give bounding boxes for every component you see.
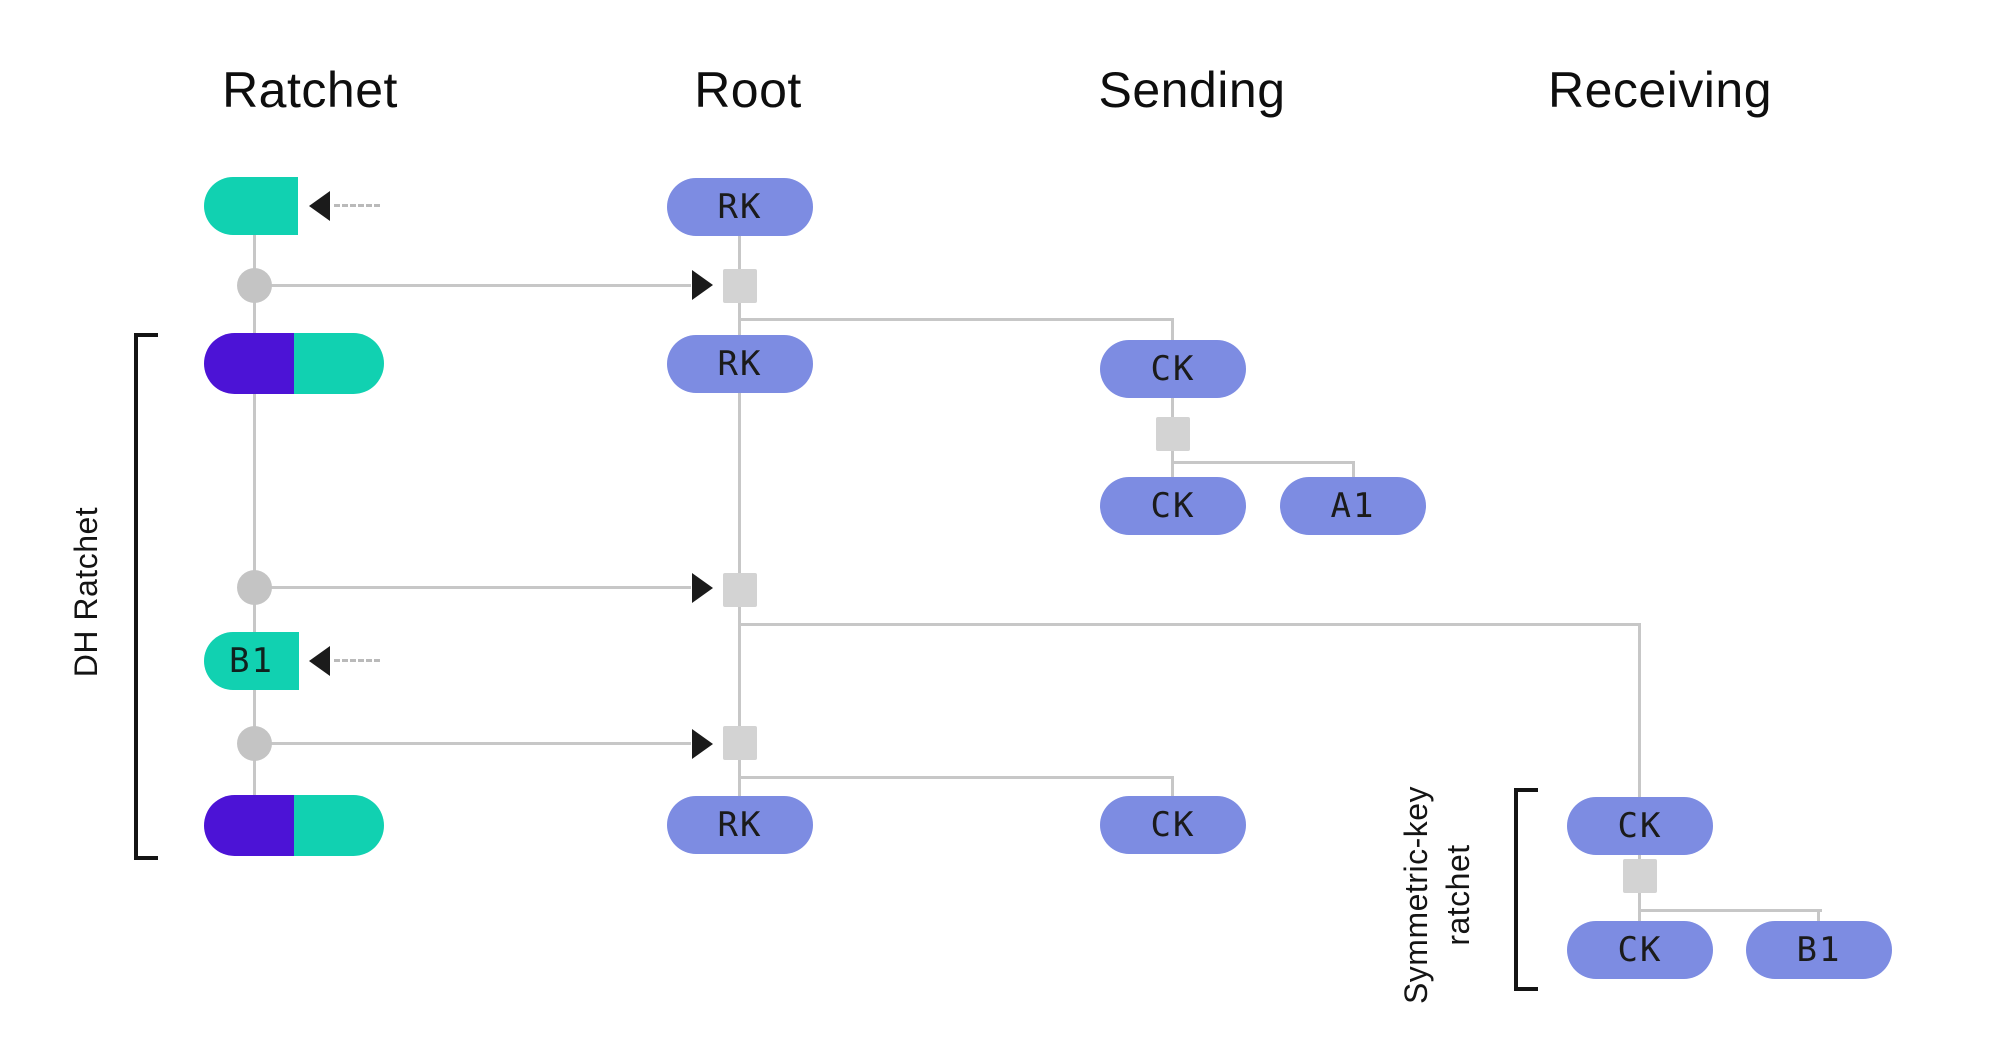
dh-arrow-line-1 xyxy=(271,284,691,287)
capsule-teal-half xyxy=(294,333,384,394)
root-key-node: RK xyxy=(667,178,813,236)
receiving-chain-stub-top xyxy=(1638,853,1641,861)
dashed-line xyxy=(334,204,380,207)
column-header-receiving: Receiving xyxy=(1547,62,1773,118)
root-to-sending-elbow-v1 xyxy=(1171,318,1174,342)
arrowhead-right-icon xyxy=(692,270,713,300)
symmetric-key-ratchet-label: Symmetric-key ratchet xyxy=(1396,715,1480,1050)
root-to-receiving-elbow-h xyxy=(740,623,1641,626)
receiving-chain-key-node: CK xyxy=(1567,921,1713,979)
ratchet-key-b1-pill: B1 xyxy=(204,632,299,690)
sending-branch-v xyxy=(1352,461,1355,479)
kdf-mixer-sending xyxy=(1156,417,1190,451)
dh-dot xyxy=(237,726,272,761)
ratchet-column-line xyxy=(253,234,256,795)
arrowhead-left-icon xyxy=(309,191,330,221)
kdf-mixer-root-1 xyxy=(723,269,757,303)
column-header-ratchet: Ratchet xyxy=(222,62,398,118)
sending-chain-stub-top xyxy=(1171,396,1174,419)
capsule-teal-half xyxy=(294,795,384,856)
receiving-message-key-node: B1 xyxy=(1746,921,1892,979)
kdf-mixer-receiving xyxy=(1623,859,1657,893)
dh-dot xyxy=(237,268,272,303)
ratchet-key-half-pill xyxy=(204,177,298,235)
sending-branch-h xyxy=(1173,461,1355,464)
receiving-chain-key-node: CK xyxy=(1567,797,1713,855)
root-to-sending-elbow-v2 xyxy=(1171,776,1174,798)
column-header-sending: Sending xyxy=(1098,62,1286,118)
ratchet-key-capsule xyxy=(204,795,384,856)
column-header-root: Root xyxy=(694,62,802,118)
dashed-line xyxy=(334,659,380,662)
symmetric-label-line2: ratchet xyxy=(1440,844,1476,946)
receiving-branch-v xyxy=(1817,909,1820,923)
root-key-node: RK xyxy=(667,796,813,854)
root-to-sending-elbow-h1 xyxy=(740,318,1174,321)
receiving-branch-h xyxy=(1640,909,1822,912)
kdf-mixer-root-3 xyxy=(723,726,757,760)
arrowhead-right-icon xyxy=(692,573,713,603)
dh-ratchet-bracket xyxy=(134,333,158,860)
arrowhead-left-icon xyxy=(309,646,330,676)
symmetric-ratchet-bracket xyxy=(1514,788,1538,991)
sending-chain-key-node: CK xyxy=(1100,796,1246,854)
sending-chain-stub-bottom xyxy=(1171,449,1174,479)
root-to-sending-elbow-h2 xyxy=(740,776,1174,779)
sending-message-key-node: A1 xyxy=(1280,477,1426,535)
ratchet-key-capsule xyxy=(204,333,384,394)
sending-chain-key-node: CK xyxy=(1100,477,1246,535)
symmetric-label-line1: Symmetric-key xyxy=(1398,785,1435,1005)
dh-ratchet-label-text: DH Ratchet xyxy=(68,506,105,678)
arrowhead-right-icon xyxy=(692,729,713,759)
dh-arrow-line-2 xyxy=(271,586,691,589)
root-to-receiving-elbow-v xyxy=(1638,623,1641,799)
dh-arrow-line-3 xyxy=(271,742,691,745)
receiving-chain-stub-bottom xyxy=(1638,891,1641,923)
dh-ratchet-label: DH Ratchet xyxy=(65,412,109,772)
sending-chain-key-node: CK xyxy=(1100,340,1246,398)
kdf-mixer-root-2 xyxy=(723,573,757,607)
dh-dot xyxy=(237,570,272,605)
capsule-purple-half xyxy=(204,333,294,394)
root-key-node: RK xyxy=(667,335,813,393)
root-column-line xyxy=(738,236,741,796)
capsule-purple-half xyxy=(204,795,294,856)
